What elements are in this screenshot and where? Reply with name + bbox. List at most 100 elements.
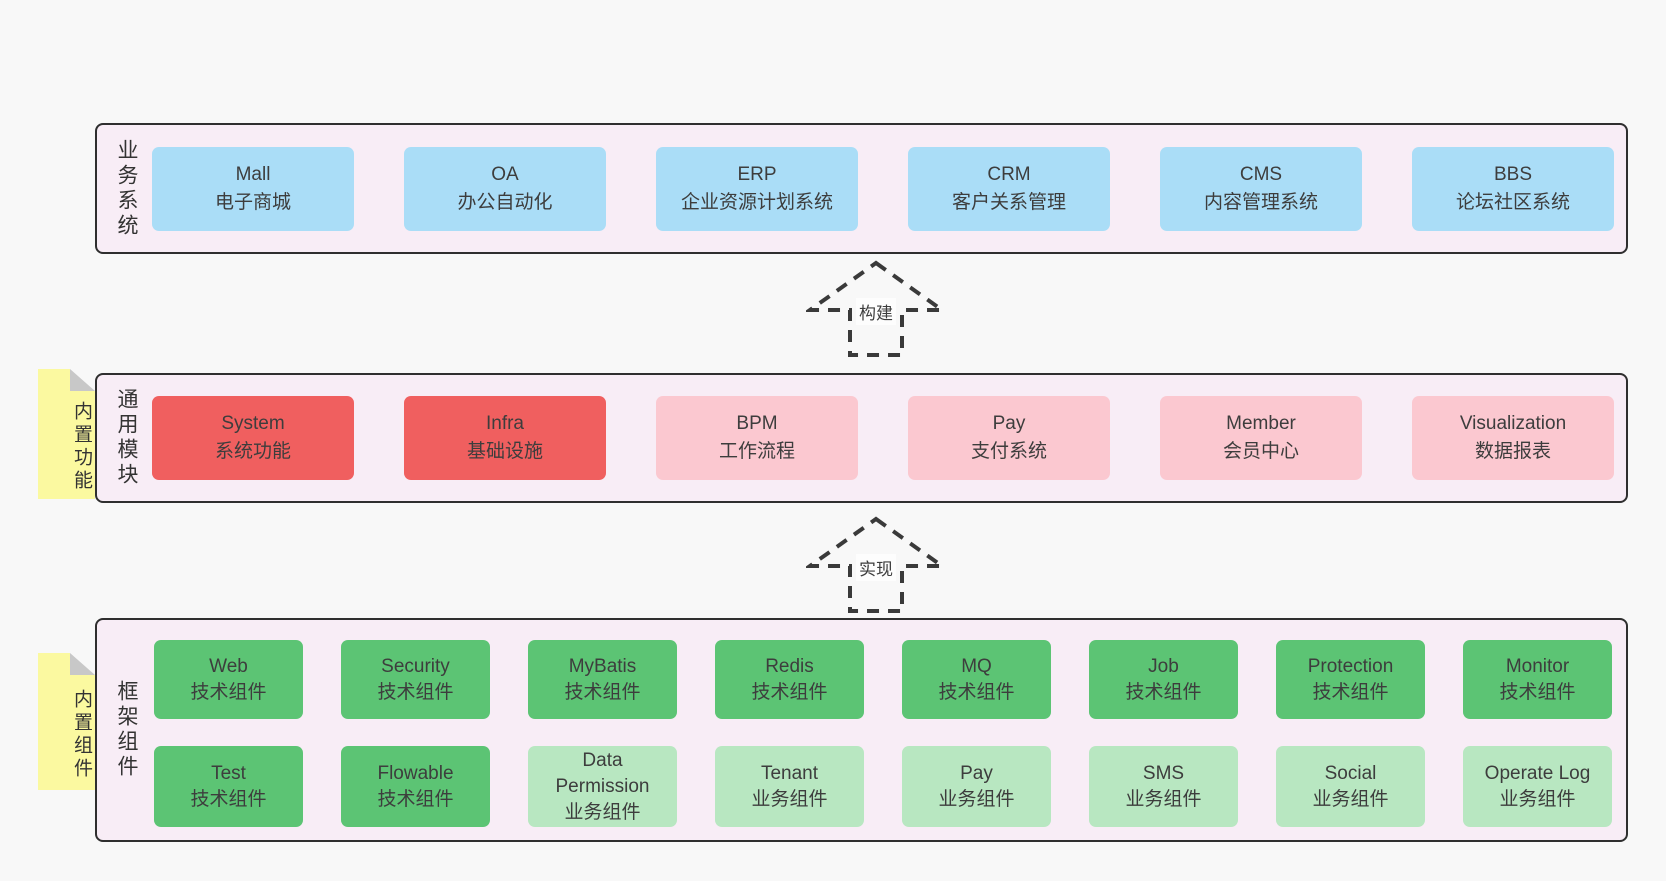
- box-title: Security: [381, 655, 450, 677]
- box-title: Pay: [960, 762, 993, 784]
- box-social: Social 业务组件: [1276, 746, 1425, 827]
- box-desc: 业务组件: [1499, 788, 1576, 810]
- sticky-note-builtin-features: 内置功能: [38, 369, 95, 499]
- box-bpm: BPM 工作流程: [656, 396, 858, 480]
- box-crm: CRM 客户关系管理: [908, 146, 1110, 231]
- box-title: BPM: [736, 413, 778, 434]
- box-desc: 电子商城: [214, 191, 291, 213]
- box-desc: 客户关系管理: [951, 191, 1066, 213]
- box-redis: Redis 技术组件: [715, 640, 864, 719]
- box-desc: 业务组件: [751, 788, 828, 810]
- box-flowable: Flowable 技术组件: [341, 746, 490, 827]
- arrow-implement: 实现: [806, 516, 946, 614]
- modules-layer-label: 通用模块: [115, 388, 138, 488]
- box-desc: 技术组件: [190, 681, 267, 703]
- box-title: Web: [209, 655, 248, 677]
- box-desc: 工作流程: [718, 441, 795, 462]
- box-desc: 技术组件: [564, 681, 641, 703]
- arrow-implement-label: 实现: [856, 554, 896, 581]
- box-desc: 内容管理系统: [1203, 191, 1318, 213]
- box-title: Visualization: [1459, 413, 1567, 434]
- box-desc: 技术组件: [190, 788, 267, 810]
- box-desc: 业务组件: [564, 801, 641, 823]
- box-data-permission: Data Permission 业务组件: [528, 746, 677, 827]
- box-title: Member: [1226, 413, 1296, 434]
- box-title: CMS: [1239, 163, 1283, 185]
- sticky-note-text: 内置功能: [71, 401, 92, 493]
- box-title: Social: [1324, 762, 1377, 784]
- box-title: Redis: [765, 655, 814, 677]
- arrow-build-label: 构建: [856, 298, 896, 325]
- box-desc: 业务组件: [938, 788, 1015, 810]
- box-title: Infra: [485, 413, 525, 434]
- box-sms: SMS 业务组件: [1089, 746, 1238, 827]
- box-desc: 技术组件: [377, 681, 454, 703]
- box-desc: 技术组件: [938, 681, 1015, 703]
- box-title: Tenant: [760, 762, 819, 784]
- box-title: Monitor: [1505, 655, 1570, 677]
- box-title: Pay: [992, 413, 1026, 434]
- box-title: System: [221, 413, 285, 434]
- box-desc: 业务组件: [1125, 788, 1202, 810]
- box-tenant: Tenant 业务组件: [715, 746, 864, 827]
- box-desc: 数据报表: [1474, 441, 1551, 462]
- box-pay-component: Pay 业务组件: [902, 746, 1051, 827]
- box-desc: 技术组件: [377, 788, 454, 810]
- business-boxes-row: Mall 电子商城 OA 办公自动化 ERP 企业资源计划系统 CRM 客户关系…: [152, 125, 1614, 252]
- box-mq: MQ 技术组件: [902, 640, 1051, 719]
- box-desc: 技术组件: [1312, 681, 1389, 703]
- box-desc: 支付系统: [970, 441, 1047, 462]
- box-pay-module: Pay 支付系统: [908, 396, 1110, 480]
- box-infra: Infra 基础设施: [404, 396, 606, 480]
- box-protection: Protection 技术组件: [1276, 640, 1425, 719]
- business-systems-layer: 业务系统 Mall 电子商城 OA 办公自动化 ERP 企业资源计划系统 CRM…: [95, 123, 1628, 254]
- arrow-build: 构建: [806, 260, 946, 358]
- components-layer-label: 框架组件: [115, 680, 138, 780]
- box-bbs: BBS 论坛社区系统: [1412, 146, 1614, 231]
- box-monitor: Monitor 技术组件: [1463, 640, 1612, 719]
- box-system: System 系统功能: [152, 396, 354, 480]
- box-erp: ERP 企业资源计划系统: [656, 146, 858, 231]
- box-desc: 技术组件: [751, 681, 828, 703]
- box-mall: Mall 电子商城: [152, 146, 354, 231]
- box-test: Test 技术组件: [154, 746, 303, 827]
- business-layer-label: 业务系统: [115, 138, 138, 239]
- box-title: Test: [211, 762, 246, 784]
- box-member: Member 会员中心: [1160, 396, 1362, 480]
- box-oa: OA 办公自动化: [404, 146, 606, 231]
- common-modules-layer: 通用模块 System 系统功能 Infra 基础设施 BPM 工作流程 Pay…: [95, 373, 1628, 503]
- box-desc: 会员中心: [1222, 441, 1299, 462]
- box-desc: 论坛社区系统: [1455, 191, 1570, 213]
- box-title: CRM: [987, 163, 1031, 185]
- box-desc: 办公自动化: [457, 191, 553, 213]
- box-operate-log: Operate Log 业务组件: [1463, 746, 1612, 827]
- box-title: BBS: [1493, 163, 1533, 185]
- box-title: OA: [491, 163, 519, 185]
- box-desc: 企业资源计划系统: [680, 191, 833, 213]
- box-title: SMS: [1142, 762, 1185, 784]
- box-title: Flowable: [377, 762, 454, 784]
- modules-boxes-row: System 系统功能 Infra 基础设施 BPM 工作流程 Pay 支付系统…: [152, 375, 1614, 501]
- box-security: Security 技术组件: [341, 640, 490, 719]
- box-desc: 基础设施: [466, 441, 543, 462]
- box-title: Protection: [1307, 655, 1394, 677]
- box-job: Job 技术组件: [1089, 640, 1238, 719]
- box-title: ERP: [737, 163, 777, 185]
- components-row-2: Test 技术组件 Flowable 技术组件 Data Permission …: [154, 746, 1612, 827]
- box-title: Mall: [235, 163, 271, 185]
- box-desc: 技术组件: [1499, 681, 1576, 703]
- box-desc: 系统功能: [214, 441, 291, 462]
- box-title: MyBatis: [568, 655, 637, 677]
- components-row-1: Web 技术组件 Security 技术组件 MyBatis 技术组件 Redi…: [154, 640, 1612, 719]
- box-title: MQ: [961, 655, 992, 677]
- sticky-note-text: 内置组件: [71, 688, 92, 781]
- box-mybatis: MyBatis 技术组件: [528, 640, 677, 719]
- box-cms: CMS 内容管理系统: [1160, 146, 1362, 231]
- box-title: Operate Log: [1484, 762, 1591, 784]
- box-title: Data Permission: [555, 749, 650, 797]
- box-desc: 业务组件: [1312, 788, 1389, 810]
- box-visualization: Visualization 数据报表: [1412, 396, 1614, 480]
- box-web: Web 技术组件: [154, 640, 303, 719]
- box-title: Job: [1148, 655, 1179, 677]
